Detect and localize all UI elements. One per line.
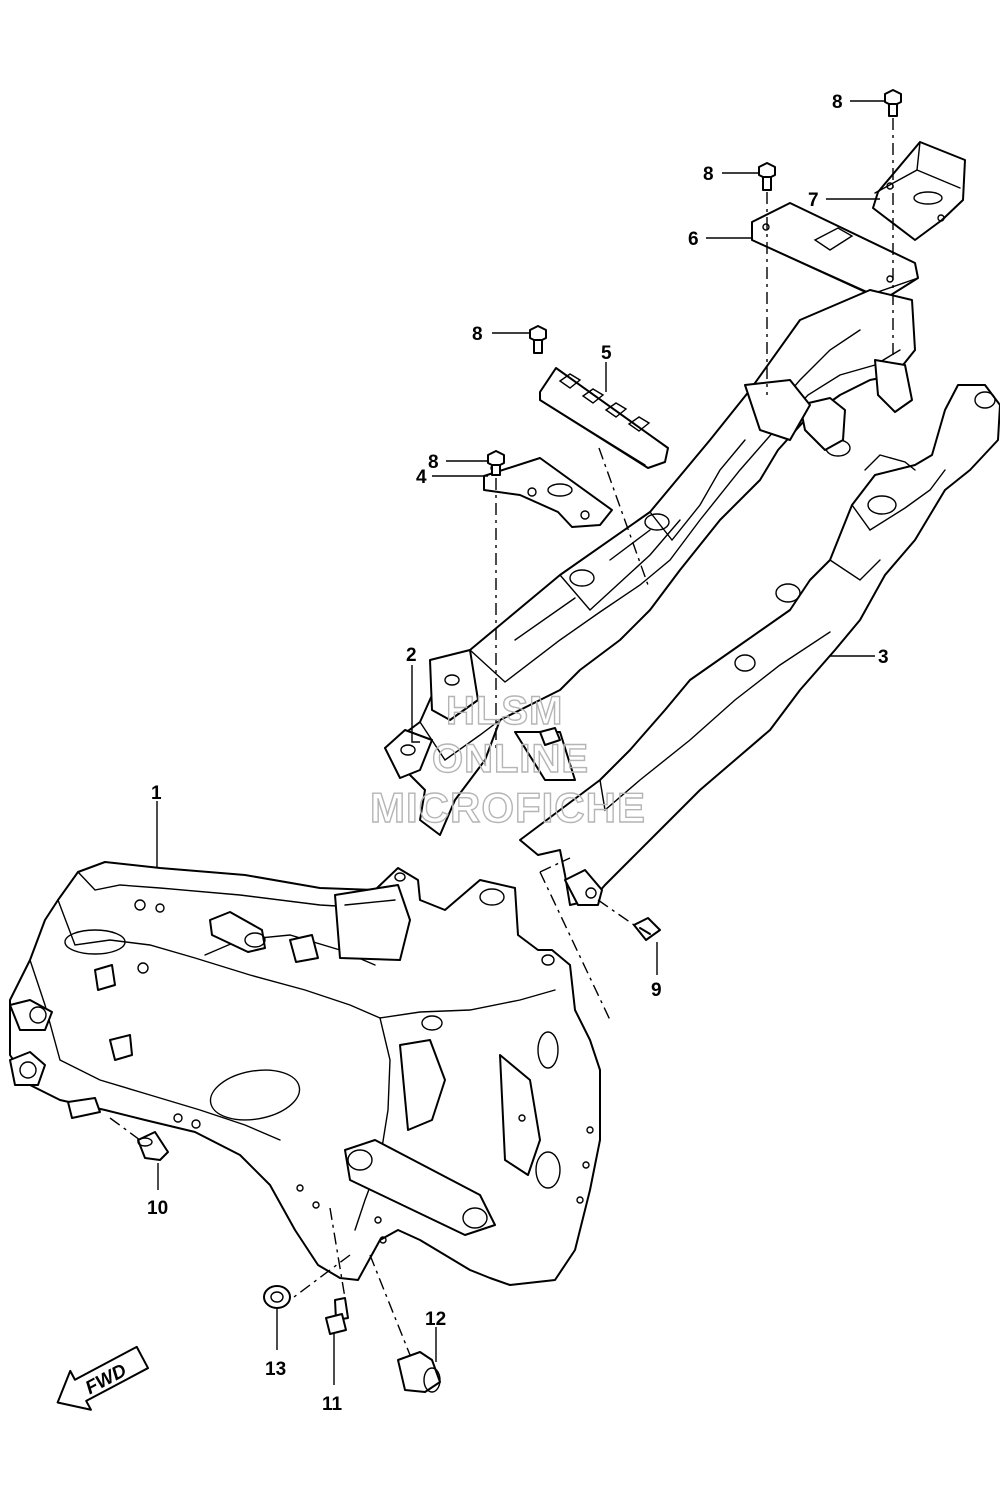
assembly-lines	[109, 118, 894, 1356]
callout-8-d: 8	[428, 452, 439, 473]
callout-8-b: 8	[703, 164, 714, 185]
watermark-line-2: ONLINE	[432, 737, 589, 781]
fwd-arrow: FWD	[56, 1345, 150, 1411]
callout-13: 13	[265, 1359, 286, 1380]
callout-8-c: 8	[472, 324, 483, 345]
callouts: 8 7 8 6 8 5 8 4 2 3 1 9 10 12 13 11	[147, 92, 889, 1415]
watermark-line-1: HLSM	[446, 689, 563, 733]
part-2-seat-rail[interactable]	[384, 289, 916, 836]
part-3-seat-rail[interactable]	[519, 384, 1000, 906]
callout-10: 10	[147, 1198, 168, 1219]
callout-8-a: 8	[832, 92, 843, 113]
bolt-9[interactable]	[633, 917, 661, 941]
callout-9: 9	[651, 980, 662, 1001]
watermark: HLSM ONLINE MICROFICHE	[369, 688, 646, 831]
bolt-8-a[interactable]	[884, 89, 902, 117]
bushing-10[interactable]	[137, 1131, 169, 1161]
part-1-main-frame[interactable]	[9, 861, 601, 1286]
bolt-12[interactable]	[397, 1351, 441, 1393]
leader-lines	[156, 100, 885, 1385]
callout-11: 11	[322, 1394, 343, 1415]
callout-2: 2	[406, 645, 417, 666]
part-5-plate[interactable]	[539, 367, 669, 469]
callout-1: 1	[151, 783, 162, 804]
watermark-line-3: MICROFICHE	[370, 784, 646, 831]
bolt-8-d[interactable]	[487, 450, 505, 476]
part-7-bracket[interactable]	[872, 141, 966, 241]
callout-12: 12	[425, 1309, 446, 1330]
bolt-8-b[interactable]	[758, 162, 776, 191]
bolt-8-c[interactable]	[529, 325, 547, 354]
nut-13[interactable]	[263, 1285, 291, 1309]
callout-3: 3	[878, 647, 889, 668]
callout-5: 5	[601, 343, 612, 364]
callout-4: 4	[416, 467, 427, 488]
bolt-11[interactable]	[325, 1297, 349, 1335]
callout-7: 7	[808, 190, 819, 211]
callout-6: 6	[688, 229, 699, 250]
part-4-bracket[interactable]	[483, 457, 613, 528]
